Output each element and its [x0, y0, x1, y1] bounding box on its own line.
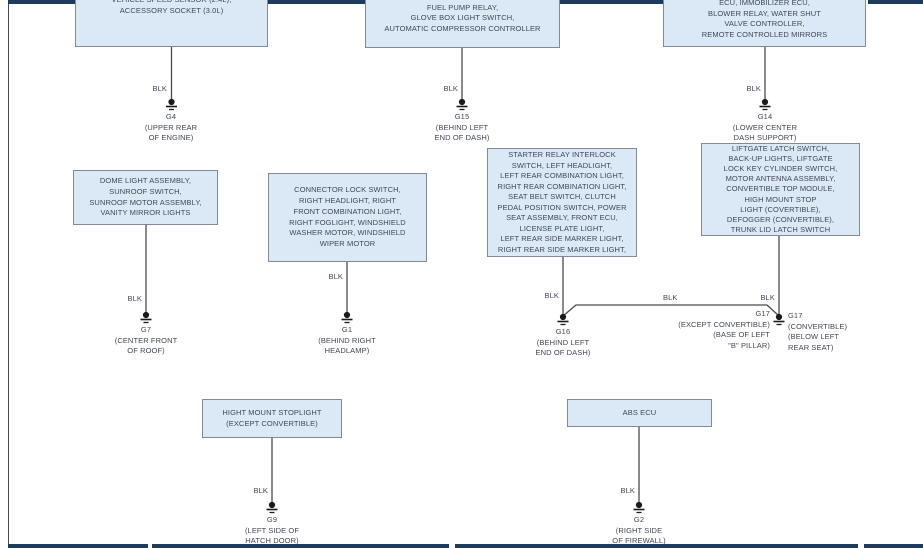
ground-location: (LEFT SIDE OF HATCH DOOR): [244, 525, 300, 546]
ground-location: (BEHIND RIGHT HEADLAMP): [318, 335, 376, 356]
ground-name: G2: [633, 515, 645, 524]
component-box-text: VEHICLE SPEED SENSOR (2.4L), ACCESSORY S…: [112, 0, 232, 16]
component-box-text: HIGHT MOUNT STOPLIGHT (EXCEPT CONVERTIBL…: [222, 407, 322, 428]
ground-name: G4: [165, 112, 177, 121]
wire-g16-g17-link: [562, 304, 780, 317]
top-border-bar: [461, 0, 862, 4]
wire-color-label: BLK: [127, 294, 142, 303]
ground-location: (CENTER FRONT OF ROOF): [114, 335, 178, 356]
ground-label-g4: G4 (UPPER REAR OF ENGINE): [111, 112, 231, 144]
ground-symbol-g15: [456, 98, 468, 111]
component-box-g16: STARTER RELAY INTERLOCK SWITCH, LEFT HEA…: [487, 148, 637, 257]
ground-name: G7: [140, 325, 152, 334]
component-box-text: STARTER RELAY INTERLOCK SWITCH, LEFT HEA…: [497, 150, 627, 254]
wire-color-label: BLK: [253, 486, 268, 495]
ground-location: (BEHIND LEFT END OF DASH): [535, 337, 591, 358]
wire-color-label: BLK: [443, 84, 458, 93]
ground-name: G16: [555, 327, 571, 336]
ground-label-g15: G15 (BEHIND LEFT END OF DASH): [402, 112, 522, 144]
ground-symbol-g14: [759, 98, 771, 111]
ground-symbol-g2: [633, 501, 645, 514]
ground-label-g9: G9 (LEFT SIDE OF HATCH DOOR): [212, 515, 332, 547]
component-box-g7: DOME LIGHT ASSEMBLY, SUNROOF SWITCH, SUN…: [73, 170, 218, 225]
bottom-border-bar: [152, 544, 449, 548]
wire-color-label: BLK: [544, 291, 559, 300]
component-box-g4: VEHICLE SPEED SENSOR (2.4L), ACCESSORY S…: [75, 0, 268, 47]
component-box-g14: ECU, IMMOBILIZER ECU, BLOWER RELAY, WATE…: [663, 0, 866, 47]
ground-symbol-g4: [166, 98, 177, 111]
ground-location: (BEHIND LEFT END OF DASH): [434, 122, 490, 143]
ground-location: (LOWER CENTER DASH SUPPORT): [732, 122, 798, 143]
wire-color-label: BLK: [620, 486, 635, 495]
ground-name: G1: [341, 325, 353, 334]
ground-label-g16: G16 (BEHIND LEFT END OF DASH): [503, 327, 623, 359]
bottom-border-bar: [455, 544, 858, 548]
ground-label-g2: G2 (RIGHT SIDE OF FIREWALL): [579, 515, 699, 547]
ground-label-g17-except-convertible: G17 (EXCEPT CONVERTIBLE) (BASE OF LEFT "…: [678, 309, 770, 350]
ground-symbol-g16: [557, 313, 569, 326]
ground-name: G15: [454, 112, 470, 121]
wire-color-label: BLK: [328, 272, 343, 281]
ground-symbol-g9: [266, 501, 278, 514]
component-box-g15: FUEL PUMP RELAY, GLOVE BOX LIGHT SWITCH,…: [365, 0, 560, 48]
component-box-g17: LIFTGATE LATCH SWITCH, BACK-UP LIGHTS, L…: [701, 143, 860, 236]
page-left-border: [8, 0, 9, 548]
component-box-g9: HIGHT MOUNT STOPLIGHT (EXCEPT CONVERTIBL…: [202, 399, 342, 438]
ground-symbol-g17: [773, 313, 785, 326]
ground-label-g7: G7 (CENTER FRONT OF ROOF): [86, 325, 206, 357]
component-box-text: LIFTGATE LATCH SWITCH, BACK-UP LIGHTS, L…: [723, 143, 838, 235]
wire-color-label: BLK: [746, 84, 761, 93]
ground-symbol-g7: [140, 311, 152, 324]
component-box-text: DOME LIGHT ASSEMBLY, SUNROOF SWITCH, SUN…: [89, 175, 202, 218]
wire-color-label: BLK: [663, 293, 678, 302]
component-box-g2: ABS ECU: [567, 399, 712, 427]
ground-name: G9: [266, 515, 278, 524]
top-border-bar: [868, 0, 923, 4]
bottom-border-bar: [8, 544, 148, 548]
component-box-text: FUEL PUMP RELAY, GLOVE BOX LIGHT SWITCH,…: [384, 2, 541, 34]
bottom-border-bar: [864, 544, 923, 548]
ground-name: G14: [757, 112, 773, 121]
component-box-text: ECU, IMMOBILIZER ECU, BLOWER RELAY, WATE…: [701, 0, 828, 40]
ground-label-g1: G1 (BEHIND RIGHT HEADLAMP): [287, 325, 407, 357]
component-box-text: ABS ECU: [622, 407, 657, 417]
ground-location: (UPPER REAR OF ENGINE): [144, 122, 198, 143]
ground-label-g17-convertible: G17 (CONVERTIBLE) (BELOW LEFT REAR SEAT): [788, 311, 848, 352]
component-box-g1: CONNECTOR LOCK SWITCH, RIGHT HEADLIGHT, …: [268, 173, 427, 262]
wire-color-label: BLK: [760, 293, 775, 302]
ground-label-g14: G14 (LOWER CENTER DASH SUPPORT): [705, 112, 825, 144]
ground-symbol-g1: [341, 311, 353, 324]
wire-color-label: BLK: [152, 84, 167, 93]
component-box-text: CONNECTOR LOCK SWITCH, RIGHT HEADLIGHT, …: [289, 185, 406, 249]
ground-location: (RIGHT SIDE OF FIREWALL): [612, 525, 666, 546]
